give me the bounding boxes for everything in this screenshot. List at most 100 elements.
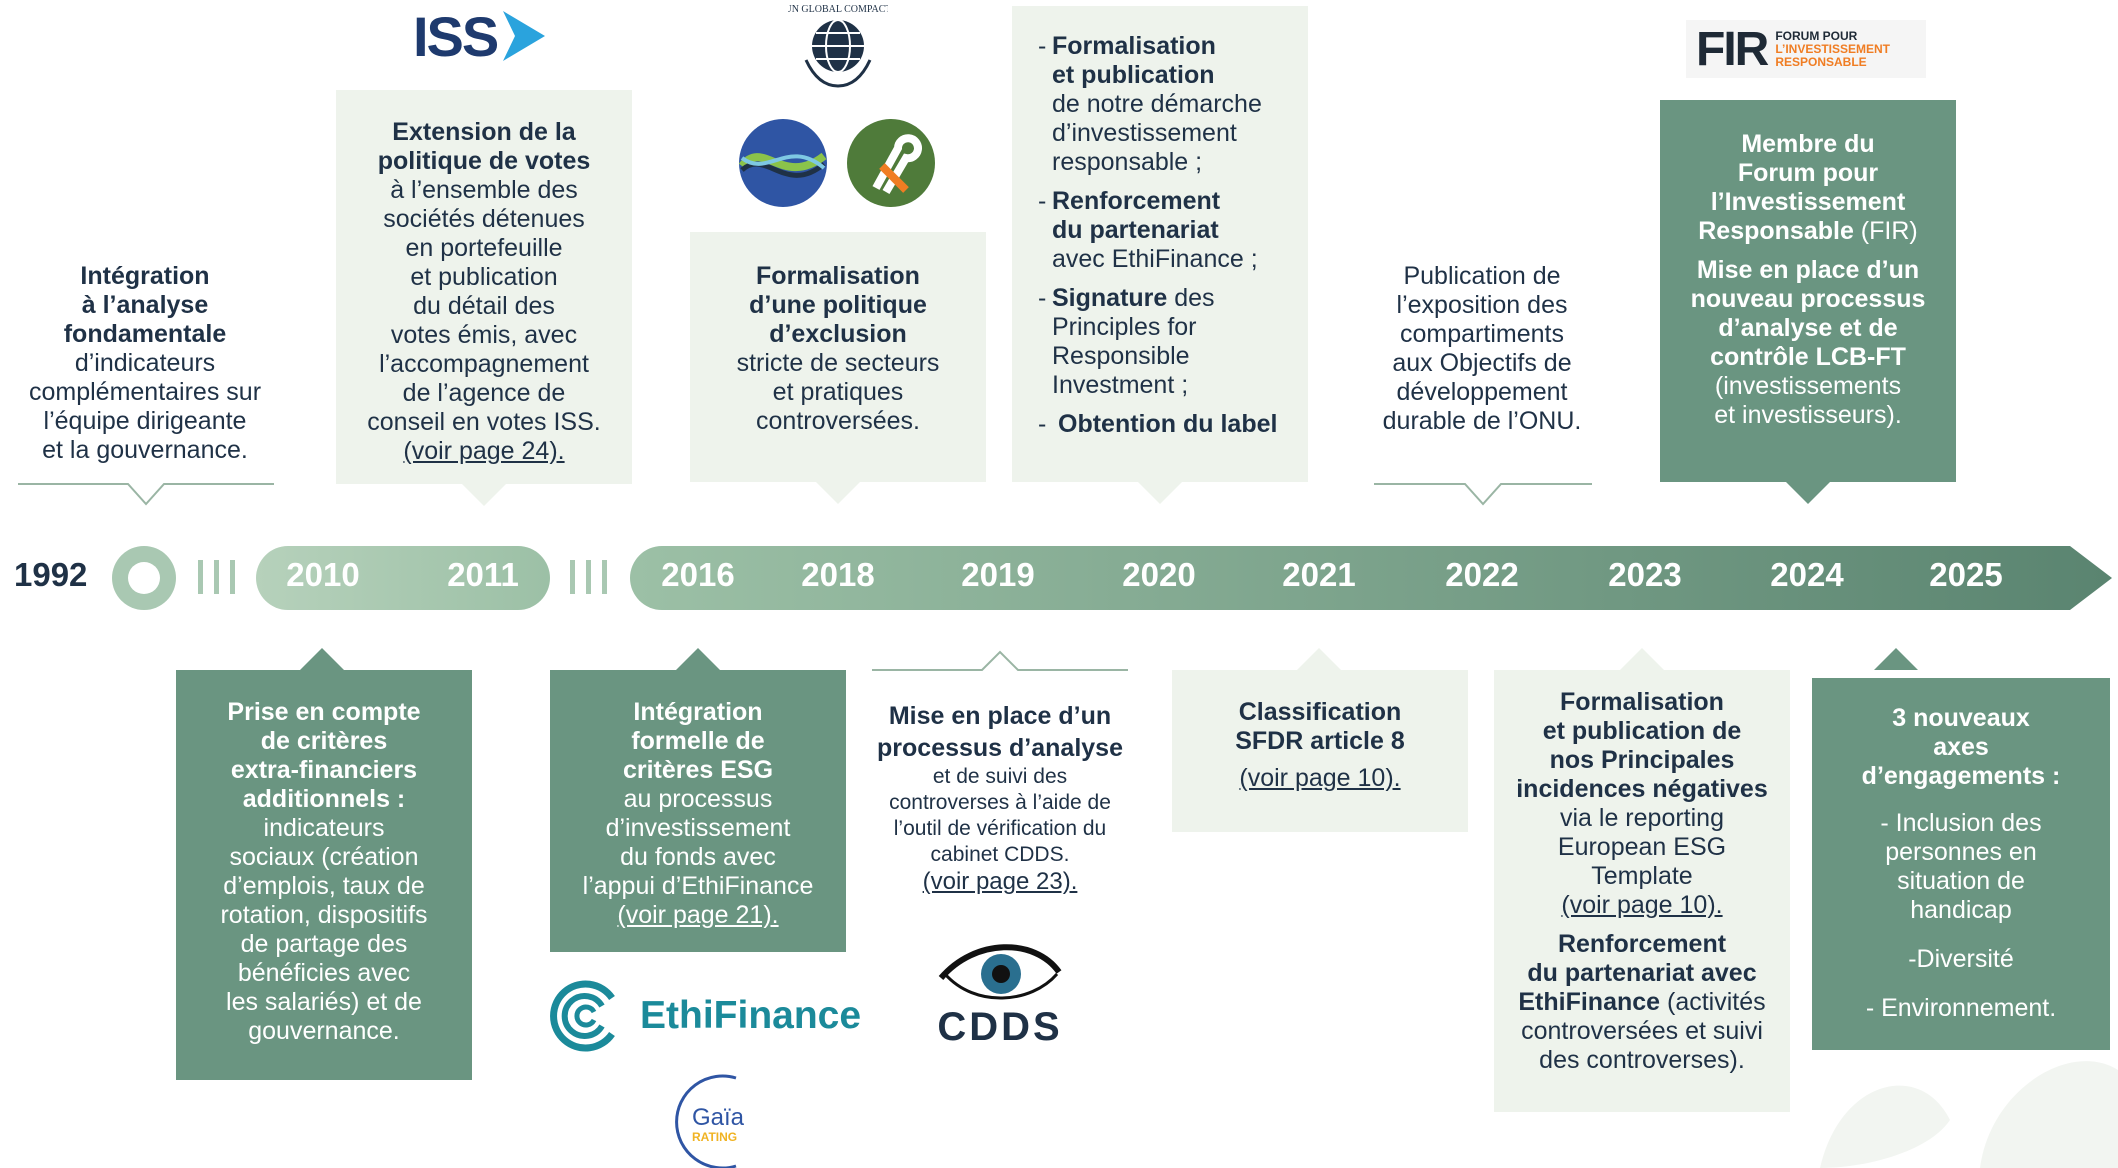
event-2025-line4: - Inclusion des: [1880, 809, 2042, 837]
event-2010-line4: additionnels :: [242, 785, 406, 813]
event-2011-line7: du détail des: [413, 292, 555, 320]
year-2021: 2021: [1282, 556, 1356, 593]
event-2020-item1-a: Formalisation: [1052, 32, 1216, 60]
cdds-logo: CDDS: [930, 938, 1070, 1058]
event-2020-item3-d: Responsible: [1052, 342, 1190, 370]
event-2024-line7: d’analyse et de: [1718, 314, 1898, 342]
event-2020-item1-c: de notre démarche: [1052, 90, 1262, 118]
event-2010-line3: extra-financiers: [230, 756, 418, 784]
fir-logo: FIR FORUM POUR L’INVESTISSEMENT RESPONSA…: [1686, 20, 1926, 78]
event-2016-line2: formelle de: [631, 727, 765, 755]
event-2024: Membre du Forum pour l’Investissement Re…: [1660, 100, 1956, 482]
event-2021-page-link[interactable]: (voir page 10).: [1239, 764, 1401, 792]
year-2019: 2019: [961, 556, 1035, 593]
event-2011-line5: en portefeuille: [405, 234, 563, 262]
event-2023: Formalisation et publication de nos Prin…: [1494, 670, 1790, 1112]
event-2020-item4: - Obtention du label: [1038, 410, 1308, 439]
event-2018-line1: Formalisation: [756, 262, 920, 290]
fir-logo-line2: L’INVESTISSEMENT: [1775, 41, 1891, 56]
event-1992-line4: d’indicateurs: [74, 349, 216, 377]
event-2020-item3-c: Principles for: [1052, 313, 1197, 341]
event-2010-line6: sociaux (création: [229, 843, 419, 871]
event-2023-line10: du partenariat avec: [1527, 959, 1757, 987]
pointer-2025: [1874, 648, 1918, 670]
iss-arrow-icon: [503, 11, 546, 61]
event-2018: Formalisation d’une politique d’exclusio…: [690, 232, 986, 482]
event-2010-line5: indicateurs: [263, 814, 385, 842]
event-2019: Mise en place d’un processus d’analyse e…: [866, 700, 1134, 896]
event-2023-line5: via le reporting: [1560, 804, 1724, 832]
event-2020-item2-a: Renforcement: [1052, 187, 1221, 215]
event-2016-line4: au processus: [623, 785, 773, 813]
ribbon-round-logo: [847, 119, 935, 207]
event-2023-line3: nos Principales: [1549, 746, 1735, 774]
year-2010: 2010: [286, 556, 360, 593]
event-2022-line1: Publication de: [1403, 262, 1561, 290]
event-2023-line9: Renforcement: [1557, 930, 1727, 958]
year-1992: 1992: [14, 556, 88, 593]
event-2023-line12: controversées et suivi: [1521, 1017, 1763, 1045]
event-2025-line5: personnes en: [1885, 838, 2037, 866]
event-2020-item3: - Signature des Principles for Responsib…: [1038, 284, 1308, 400]
pointer-2010: [300, 648, 344, 670]
event-2019-line5: l’outil de vérification du: [893, 817, 1107, 840]
event-2023-line6: European ESG: [1557, 833, 1727, 861]
event-2020-item2: - Renforcement du partenariat avec EthiF…: [1038, 187, 1308, 274]
event-2019-page-link[interactable]: (voir page 23).: [922, 868, 1078, 895]
gaia-text-1: Gaïa: [692, 1104, 745, 1131]
fir-logo-abbr: FIR: [1696, 22, 1769, 76]
event-2016-page-link[interactable]: (voir page 21).: [617, 901, 779, 929]
event-2018-line5: et pratiques: [772, 378, 904, 406]
event-2025-line6: situation de: [1897, 867, 2025, 895]
event-2022-line2: l’exposition des: [1396, 291, 1568, 319]
event-2024-line4: Responsable: [1698, 217, 1854, 245]
event-2010-line7: d’emplois, taux de: [223, 872, 425, 900]
event-1992-line6: l’équipe dirigeante: [43, 407, 247, 435]
event-2023-page-link[interactable]: (voir page 10).: [1561, 891, 1723, 919]
event-2011-line11: conseil en votes ISS.: [367, 408, 601, 436]
gaia-rating-logo: Gaïa RATING: [656, 1068, 752, 1168]
event-2020-item4-text: Obtention du label: [1058, 410, 1278, 438]
event-2011-line8: votes émis, avec: [390, 321, 578, 349]
event-2020-item3-a: Signature: [1052, 284, 1168, 312]
circle-1992-inner: [128, 562, 160, 594]
event-2019-line3: et de suivi des: [932, 765, 1068, 788]
event-2020-item3-e: Investment ;: [1052, 371, 1189, 399]
pointer-1992: [18, 483, 274, 506]
year-2025: 2025: [1929, 556, 2003, 593]
un-global-compact-text: UN GLOBAL COMPACT: [788, 4, 888, 15]
event-2023-line4: incidences négatives: [1516, 775, 1768, 803]
event-2024-line1: Membre du: [1741, 130, 1875, 158]
event-2011-line4: sociétés détenues: [383, 205, 585, 233]
event-2022-line3: compartiments: [1400, 320, 1564, 348]
event-2022-line5: développement: [1396, 378, 1568, 406]
event-2011-line1: Extension de la: [392, 118, 576, 146]
event-2010-line9: de partage des: [240, 930, 408, 958]
pointer-2019: [872, 650, 1128, 671]
year-2018: 2018: [801, 556, 875, 593]
event-2019-line4: controverses à l’aide de: [889, 791, 1111, 814]
event-2019-line6: cabinet CDDS.: [930, 843, 1070, 866]
year-2024: 2024: [1770, 556, 1844, 593]
cdds-logo-text: CDDS: [937, 1005, 1063, 1049]
event-2025-line7: handicap: [1910, 896, 2012, 924]
ethifinance-logo: EthiFinance: [550, 978, 861, 1054]
un-global-compact-logo: UN GLOBAL COMPACT: [788, 4, 888, 88]
event-2020-item1: - Formalisation et publication de notre …: [1038, 32, 1308, 177]
event-2011-line10: de l’agence de: [402, 379, 566, 407]
event-2019-line1: Mise en place d’un: [888, 702, 1112, 730]
event-2022: Publication de l’exposition des comparti…: [1372, 262, 1592, 436]
event-2021-line1: Classification: [1238, 698, 1402, 726]
year-2022: 2022: [1445, 556, 1519, 593]
event-2024-line10: et investisseurs).: [1714, 401, 1902, 429]
event-2011-line2: politique de votes: [377, 147, 591, 175]
event-2025-line3: d’engagements :: [1861, 762, 2061, 790]
event-2020: - Formalisation et publication de notre …: [1012, 6, 1308, 482]
event-2019-line2: processus d’analyse: [877, 734, 1123, 762]
pointer-2020: [1138, 482, 1182, 504]
event-2018-line2: d’une politique: [749, 291, 927, 319]
year-2011: 2011: [447, 556, 519, 593]
event-2011-page-link[interactable]: (voir page 24).: [403, 437, 565, 465]
event-1992-line2: à l’analyse: [81, 291, 209, 319]
event-2011-line9: l’accompagnement: [379, 350, 589, 378]
